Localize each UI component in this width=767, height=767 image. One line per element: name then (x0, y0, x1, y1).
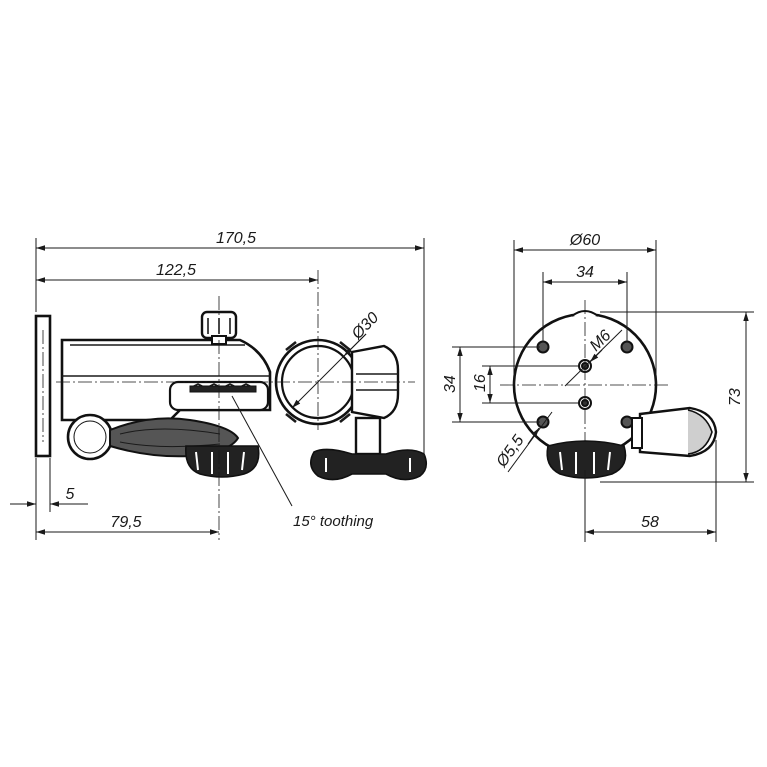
dim-plate-diameter: Ø60 (569, 232, 600, 249)
dim-overall-length: 170,5 (216, 230, 256, 247)
star-grip-knob (184, 445, 260, 478)
dim-knob-offset: 58 (641, 514, 659, 531)
dim-height: 73 (727, 388, 744, 406)
wing-nut (310, 448, 428, 481)
side-view-dimensions: 170,5 122,5 5 79,5 Ø30 15° toothing (10, 230, 425, 540)
dim-to-rotation-axis: 79,5 (110, 514, 141, 531)
side-view (34, 270, 428, 540)
bottom-knob (546, 440, 627, 479)
dim-hole-spacing-outer: 34 (576, 264, 594, 281)
dim-thread-spacing: 16 (472, 374, 489, 392)
note-toothing: 15° toothing (293, 513, 374, 530)
front-view (500, 300, 718, 479)
dim-to-clamp-axis: 122,5 (156, 262, 196, 279)
dim-flange-thickness: 5 (66, 486, 75, 503)
dim-clamp-bore: Ø30 (348, 309, 382, 343)
ball-joint (66, 413, 114, 461)
dim-hole-spacing-vertical: 34 (442, 375, 459, 393)
